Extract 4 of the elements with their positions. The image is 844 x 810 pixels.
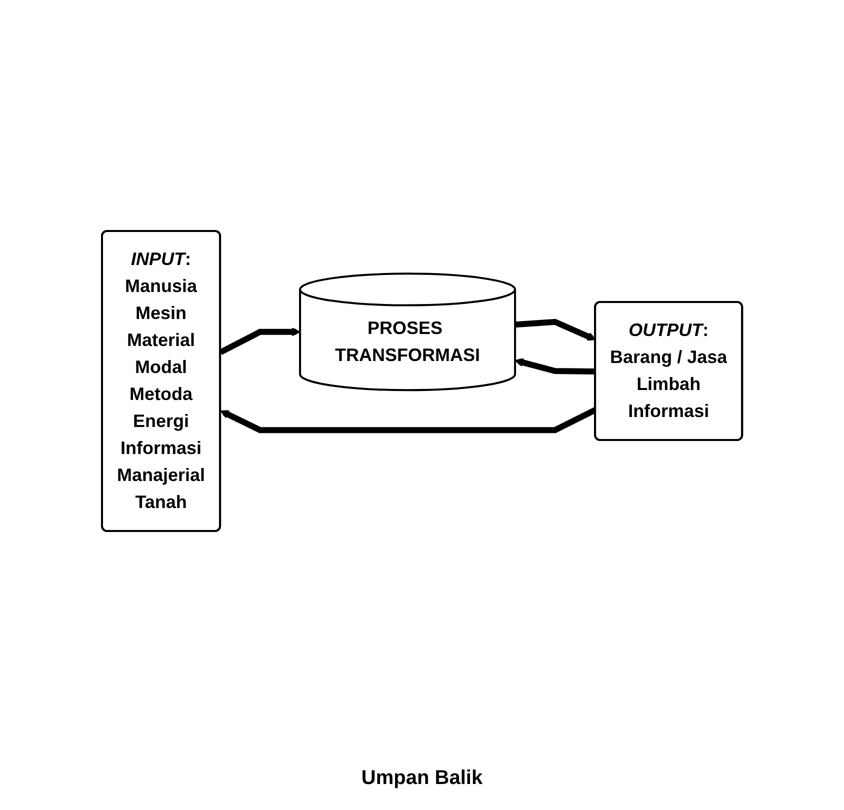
feedback-label: Umpan Balik [361,767,483,790]
arrow [514,358,596,374]
arrow [514,318,596,340]
arrow [219,327,300,354]
